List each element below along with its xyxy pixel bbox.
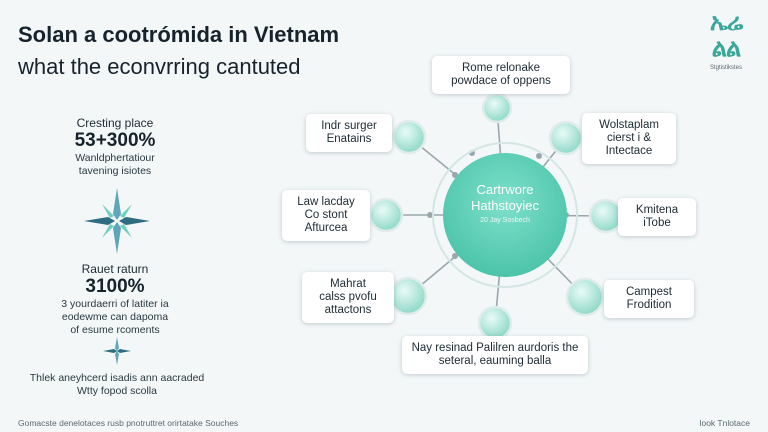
hub-title-line: Cartrwore xyxy=(476,182,534,197)
hub-circle xyxy=(443,153,567,277)
brand-logo: ኤሬ ልል Stgtistikstes xyxy=(697,10,755,72)
stat-card-1: Cresting place 53+300% Wanldphertatiour … xyxy=(40,116,190,178)
node-line: Frodition xyxy=(626,299,672,311)
stat-value: 3100% xyxy=(85,276,145,297)
node-box-top-left: Indr surger Enatains xyxy=(306,114,392,152)
node-circle xyxy=(388,276,428,316)
hub-title-line: Hathstoyiec xyxy=(471,198,539,213)
logo-caption: Stgtistikstes xyxy=(709,65,742,71)
note-line: Wtty fopod scolla xyxy=(77,385,157,397)
node-line: Afturcea xyxy=(304,222,348,234)
node-box-left: Law lacday Co stont Afturcea xyxy=(282,190,370,241)
page-title: Solan a cootrómida in Vietnam xyxy=(18,22,340,47)
stat-value: 53+300% xyxy=(74,130,156,151)
sparkle-icon xyxy=(103,337,131,365)
hub-halo xyxy=(432,142,578,288)
node-box-right: Kmitena iTobe xyxy=(618,198,696,236)
sparkle-icon xyxy=(84,188,150,254)
logo-mark: ኤሬ ልል xyxy=(709,9,743,62)
footnote-text: Thlek aneyhcerd isadis ann aacraded Wtty… xyxy=(22,372,212,398)
hub-label: Cartrwore Hathstoyiec 20 Jay Sosbech xyxy=(444,182,566,224)
stat-desc-line: 3 yourdaerri of latiter ia xyxy=(61,298,169,310)
node-box-bottom-left: Mahrat calss pvofu attactons xyxy=(302,272,394,323)
footer-link[interactable]: look Tnlotace xyxy=(699,418,750,428)
node-line: Campest xyxy=(625,286,673,298)
node-line: Rome relonake xyxy=(462,62,540,74)
node-line: attactons xyxy=(324,304,372,316)
hub-sub: 20 Jay Sosbech xyxy=(480,217,530,224)
page-subtitle: what the econvrring cantuted xyxy=(18,54,301,79)
note-line: Thlek aneyhcerd isadis ann aacraded xyxy=(29,372,205,384)
node-circle xyxy=(548,120,584,156)
node-line: Kmitena xyxy=(635,204,679,216)
node-circle xyxy=(368,197,404,233)
node-line: Intectace xyxy=(605,145,653,157)
node-box-bottom-right: Campest Frodition xyxy=(604,280,694,318)
node-line: Co stont xyxy=(304,209,348,221)
node-circle xyxy=(391,119,427,155)
node-line: Indr surger xyxy=(321,120,377,132)
stat-label: Rauet raturn xyxy=(81,262,149,276)
node-circle xyxy=(565,277,605,317)
node-line: Wolstaplam xyxy=(599,119,659,131)
node-box-bottom: Nay resinad Palilren aurdoris the setera… xyxy=(402,336,588,374)
node-line: Enatains xyxy=(326,133,372,145)
node-line: seteral, eauming balla xyxy=(438,355,552,367)
node-box-top-right: Wolstaplam cierst i & Intectace xyxy=(582,113,676,164)
stat-desc-line: tavening isiotes xyxy=(78,165,152,177)
stat-label: Cresting place xyxy=(76,116,154,130)
footer-source: Gomacste denelotaces rusb pnotruttret or… xyxy=(18,418,239,428)
node-box-top: Rome relonake powdace of oppens xyxy=(432,56,570,94)
node-line: calss pvofu xyxy=(319,291,377,303)
node-circle xyxy=(481,92,513,124)
stat-desc-line: eodewme can dapoma xyxy=(61,311,169,323)
node-line: Nay resinad Palilren aurdoris the xyxy=(411,342,579,354)
node-circle xyxy=(477,305,513,341)
stat-card-2: Rauet raturn 3100% 3 yourdaerri of latit… xyxy=(30,262,200,337)
stat-desc-line: Wanldphertatiour xyxy=(75,152,155,164)
node-line: Mahrat xyxy=(330,278,366,290)
node-line: cierst i & xyxy=(606,132,652,144)
node-line: powdace of oppens xyxy=(451,75,551,87)
node-line: Law lacday xyxy=(297,196,355,208)
stat-desc-line: of esume rcoments xyxy=(70,324,160,336)
node-circles xyxy=(368,92,624,341)
node-line: iTobe xyxy=(643,217,671,229)
